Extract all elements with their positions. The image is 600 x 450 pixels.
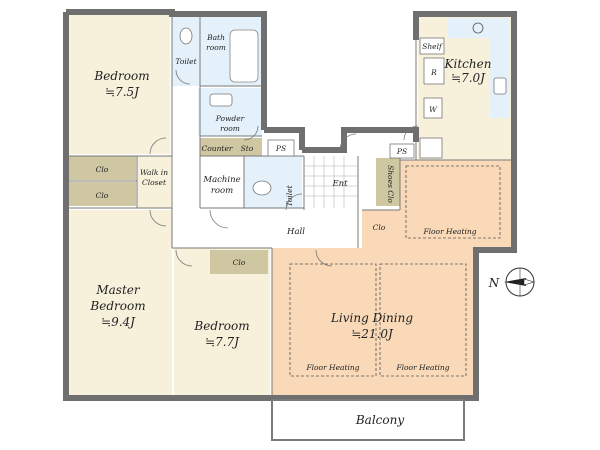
sink-icon <box>209 93 233 107</box>
shelf-label: Shelf <box>422 42 443 51</box>
toilet-floor <box>172 16 200 86</box>
balcony-rail <box>271 399 465 441</box>
master-floor <box>66 210 172 398</box>
balcony-floor <box>272 400 464 440</box>
walkin-closet-floor <box>137 156 171 208</box>
floor-heating-kitchen: Floor Heating <box>422 227 476 236</box>
powder-label-1: Powder <box>215 114 245 123</box>
hall-floor <box>172 210 362 248</box>
living-floor <box>272 248 476 398</box>
kitchen-name: Kitchen <box>444 57 492 71</box>
clo-label-4: Clo <box>373 223 386 232</box>
counter-label: Counter <box>202 144 233 153</box>
powder-label-2: room <box>220 124 240 133</box>
north-label: N <box>488 276 500 290</box>
ent-label: Ent <box>331 179 348 189</box>
toilet-icon <box>179 27 193 45</box>
kitchen-sink-icon <box>493 77 507 95</box>
kitchen-counter <box>448 18 510 38</box>
heating-zone-kitchen <box>405 165 501 239</box>
shoes-closet <box>376 158 400 206</box>
toilet-label: Toilet <box>175 57 197 66</box>
master-name-1: Master <box>95 283 141 297</box>
floor-heating-living-left: Floor Heating <box>305 363 359 372</box>
toilet2-floor <box>244 156 302 208</box>
walkin-label-1: Walk in <box>140 168 168 177</box>
compass-rose-icon <box>504 267 536 297</box>
balcony-label: Balcony <box>355 413 404 427</box>
bath-label-2: room <box>206 43 226 52</box>
washer-label: W <box>429 105 438 114</box>
machine-label-2: room <box>211 186 233 196</box>
fridge-box <box>423 57 445 85</box>
heating-zone-living-right <box>379 263 467 377</box>
sto-label: Sto <box>241 144 254 153</box>
counter-sto <box>200 138 262 156</box>
clo-label-2: Clo <box>96 191 109 200</box>
toilet-icon-2 <box>252 180 272 196</box>
bedroom1-size: ≒7.5J <box>105 85 140 99</box>
heating-zone-living-left <box>289 263 377 377</box>
living-name: Living Dining <box>330 311 413 325</box>
closet-middle <box>68 182 136 206</box>
ps-label-right: PS <box>396 147 407 156</box>
bedroom2-size: ≒7.7J <box>205 335 240 349</box>
entrance-tiles <box>304 156 358 208</box>
bedroom1-floor <box>66 14 170 154</box>
hall-label: Hall <box>286 227 305 237</box>
stove-icon <box>472 22 484 34</box>
living-upper-floor <box>362 210 512 250</box>
toilet2-label: Toilet <box>285 184 294 206</box>
machine-label-1: Machine <box>202 175 240 185</box>
shelf-box <box>419 37 445 55</box>
living-size: ≒21.0J <box>351 327 394 341</box>
door-swing-icon <box>149 69 419 267</box>
washer-box <box>423 97 443 119</box>
bedroom2-name: Bedroom <box>193 319 249 333</box>
ps-label-left: PS <box>275 144 286 153</box>
exterior-walls <box>63 9 517 401</box>
kitchen-size: ≒7.0J <box>451 71 486 85</box>
walkin-label-2: Closet <box>142 178 167 187</box>
master-name-2: Bedroom <box>89 299 145 313</box>
fridge-label: R <box>430 68 437 77</box>
floor-heating-living-right: Floor Heating <box>395 363 449 372</box>
bath-label-1: Bath <box>206 33 225 42</box>
interior-partitions <box>66 14 514 398</box>
ps-box-left <box>267 139 295 157</box>
master-size: ≒9.4J <box>101 315 136 329</box>
machine-floor <box>200 156 244 208</box>
bathtub <box>229 29 259 83</box>
kitchen-counter-box <box>419 137 443 159</box>
clo-label-3: Clo <box>233 258 246 267</box>
clo-label-1: Clo <box>96 165 109 174</box>
entrance-floor <box>304 156 358 208</box>
ps-box-right <box>389 143 415 159</box>
bedroom1-name: Bedroom <box>93 69 149 83</box>
bedroom2-closet <box>210 250 268 274</box>
shoes-clo-label: Shoes Clo <box>386 165 395 203</box>
closet-top <box>68 156 136 180</box>
